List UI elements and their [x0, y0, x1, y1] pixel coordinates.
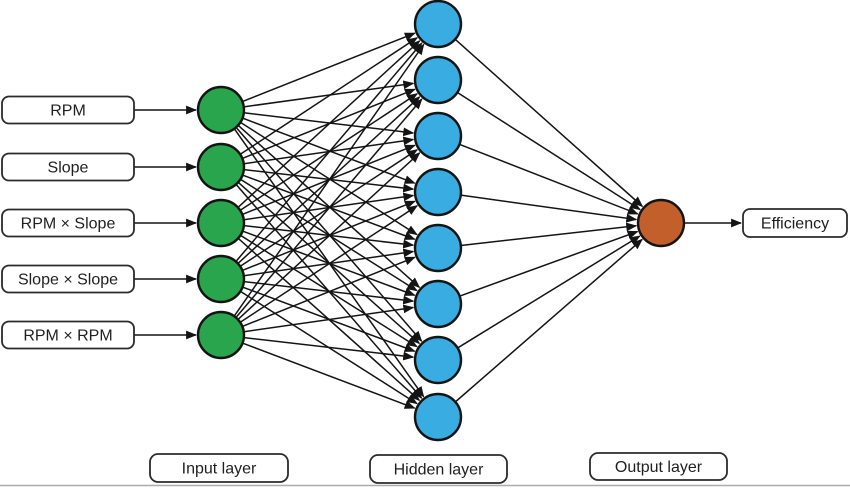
- hidden-node: [413, 392, 463, 442]
- input-label-text: RPM: [50, 103, 86, 120]
- connection-line: [240, 205, 419, 323]
- input-label-box: [1, 152, 135, 182]
- caption-output-layer-text: Output layer: [615, 459, 703, 476]
- hidden-node: [413, 223, 463, 273]
- input-label-box: [1, 320, 135, 350]
- input-node: [196, 85, 246, 135]
- output-label-box-group: Efficiency: [742, 208, 848, 238]
- input-label-box: [1, 95, 135, 125]
- connection-line: [234, 43, 425, 316]
- connection-line: [238, 152, 421, 320]
- hidden-node: [413, 335, 463, 385]
- connection-line: [238, 40, 421, 208]
- output-label-box: [742, 208, 848, 238]
- input-nodes: [196, 85, 246, 360]
- hidden-node: [413, 279, 463, 329]
- connection-line: [460, 144, 639, 215]
- input-label-text: Slope: [48, 160, 89, 177]
- connection-line: [455, 39, 644, 208]
- connection-line: [455, 238, 643, 402]
- input-label-box: [1, 264, 135, 294]
- connection-line: [242, 256, 416, 327]
- connection-line: [460, 230, 639, 297]
- input-label-text: Slope × Slope: [18, 272, 118, 289]
- connections-input-hidden: [234, 32, 425, 409]
- input-label-text: RPM × RPM: [23, 328, 112, 345]
- caption-hidden-layer-box: [369, 454, 508, 484]
- connection-line: [244, 337, 415, 361]
- hidden-node: [413, 0, 463, 49]
- input-label-text: RPM × Slope: [21, 216, 116, 233]
- caption-input-layer-box: [149, 453, 289, 483]
- input-label-arrows: [134, 105, 198, 340]
- output-node-group: [636, 198, 686, 248]
- input-node: [196, 254, 246, 304]
- connection-line: [243, 32, 416, 102]
- connection-line: [243, 342, 416, 409]
- input-node: [196, 198, 246, 248]
- input-label-box: [1, 208, 135, 238]
- hidden-nodes: [413, 0, 463, 442]
- connection-line: [244, 304, 415, 333]
- input-node: [196, 310, 246, 360]
- caption-input-layer-text: Input layer: [182, 461, 257, 478]
- hidden-node: [413, 111, 463, 161]
- connection-line: [461, 222, 638, 247]
- output-label-text: Efficiency: [761, 216, 829, 233]
- connection-line: [461, 194, 638, 223]
- layer-caption-boxes: Input layer Hidden layer Output layer: [149, 452, 728, 484]
- hidden-node: [413, 55, 463, 105]
- connection-line: [457, 92, 641, 211]
- caption-hidden-layer-text: Hidden layer: [394, 462, 485, 479]
- input-node: [196, 142, 246, 192]
- output-node: [636, 198, 686, 248]
- hidden-node: [413, 167, 463, 217]
- connection-line: [235, 98, 423, 318]
- connection-line: [240, 37, 419, 155]
- connection-line: [458, 235, 641, 349]
- connection-line: [235, 42, 423, 262]
- connections-hidden-output: [455, 39, 644, 402]
- caption-output-layer-box: [589, 452, 728, 481]
